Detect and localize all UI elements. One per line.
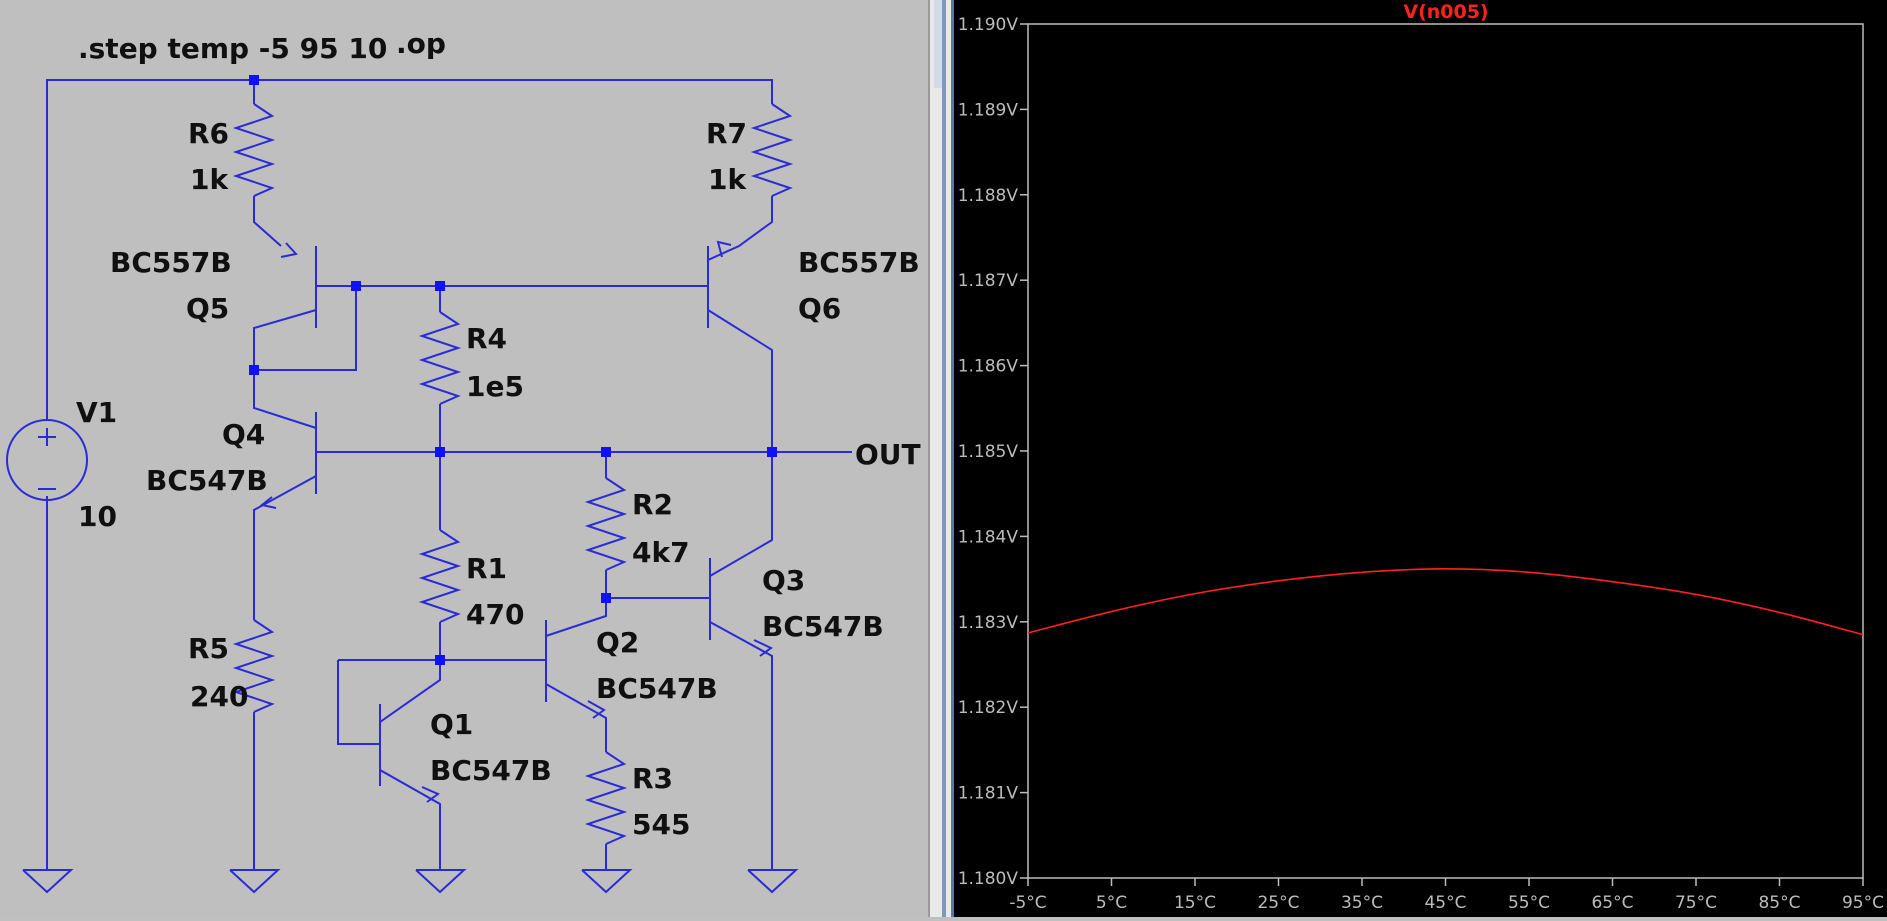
y-tick-label: 1.184V: [958, 527, 1019, 547]
plot-frame: [1027, 23, 1864, 879]
q6-name[interactable]: Q6: [798, 292, 841, 325]
q6-model[interactable]: BC557B: [798, 246, 920, 279]
y-tick-label: 1.188V: [958, 186, 1019, 206]
q4-name[interactable]: Q4: [222, 418, 265, 451]
r5-name[interactable]: R5: [188, 632, 229, 665]
y-tick-label: 1.187V: [958, 271, 1019, 291]
out-label[interactable]: OUT: [855, 438, 921, 471]
plot-axes: [1027, 23, 1864, 879]
q5-model[interactable]: BC557B: [110, 246, 232, 279]
schematic-pane[interactable]: .step temp -5 95 10 .op: [0, 0, 928, 917]
r1-name[interactable]: R1: [466, 552, 507, 585]
schematic-canvas[interactable]: .step temp -5 95 10 .op: [0, 0, 928, 917]
x-tick-label: 65°C: [1591, 893, 1633, 913]
trace-label[interactable]: V(n005): [1403, 1, 1488, 23]
splitter-bar[interactable]: [942, 0, 946, 917]
q3-name[interactable]: Q3: [762, 564, 805, 597]
x-tick-label: -5°C: [1009, 893, 1046, 913]
y-tick-label: 1.182V: [958, 698, 1019, 718]
trace-v-n005-[interactable]: [1027, 568, 1864, 636]
transistor-arrows: [259, 240, 773, 803]
x-tick-label: 55°C: [1508, 893, 1550, 913]
v1-name[interactable]: V1: [76, 396, 117, 429]
plot-traces[interactable]: [1027, 568, 1864, 636]
q2-name[interactable]: Q2: [596, 626, 639, 659]
junction-dots: [249, 75, 777, 665]
q4-model[interactable]: BC547B: [146, 464, 268, 497]
v1-value[interactable]: 10: [78, 500, 117, 533]
y-tick-label: 1.183V: [958, 613, 1019, 633]
y-tick-label: 1.190V: [958, 15, 1019, 35]
resistor-symbols: [232, 103, 794, 845]
r3-value[interactable]: 545: [632, 808, 690, 841]
step-directive[interactable]: .step temp -5 95 10: [78, 32, 387, 65]
splitter-edge: [928, 0, 930, 917]
x-tick-label: 45°C: [1424, 893, 1466, 913]
r4-name[interactable]: R4: [466, 322, 507, 355]
q2-model[interactable]: BC547B: [596, 672, 718, 705]
y-tick-label: 1.181V: [958, 784, 1019, 804]
plot-ticks: 1.180V 1.181V 1.182V 1.183V 1.184V 1.185V 1.18…: [958, 15, 1884, 913]
q1-name[interactable]: Q1: [430, 708, 473, 741]
r6-name[interactable]: R6: [188, 117, 229, 150]
y-tick-label: 1.185V: [958, 442, 1019, 462]
r7-value[interactable]: 1k: [708, 163, 747, 196]
x-tick-label: 75°C: [1675, 893, 1717, 913]
pane-splitter[interactable]: [928, 0, 954, 917]
x-tick-label: 25°C: [1257, 893, 1299, 913]
r2-name[interactable]: R2: [632, 488, 673, 521]
r6-value[interactable]: 1k: [190, 163, 229, 196]
y-tick-label: 1.189V: [958, 100, 1019, 120]
r2-value[interactable]: 4k7: [632, 536, 690, 569]
x-tick-label: 15°C: [1174, 893, 1216, 913]
splitter-edge-right: [951, 0, 954, 917]
q3-model[interactable]: BC547B: [762, 610, 884, 643]
q5-name[interactable]: Q5: [186, 292, 229, 325]
x-tick-label: 85°C: [1758, 893, 1800, 913]
y-tick-label: 1.186V: [958, 357, 1019, 377]
x-tick-label: 5°C: [1096, 893, 1127, 913]
v1-source[interactable]: [6, 419, 88, 501]
r7-name[interactable]: R7: [706, 117, 747, 150]
r5-value[interactable]: 240: [190, 680, 248, 713]
r3-name[interactable]: R3: [632, 762, 673, 795]
x-tick-label: 35°C: [1341, 893, 1383, 913]
ground-symbols: [22, 869, 799, 894]
q1-model[interactable]: BC547B: [430, 754, 552, 787]
x-tick-label: 95°C: [1842, 893, 1884, 913]
y-tick-label: 1.180V: [958, 869, 1019, 889]
waveform-plot[interactable]: V(n005) 1.180V1.181V1.182V1.183V1.184V1.…: [954, 0, 1887, 917]
op-directive[interactable]: .op: [396, 27, 446, 60]
r4-value[interactable]: 1e5: [466, 370, 524, 403]
r1-value[interactable]: 470: [466, 598, 524, 631]
